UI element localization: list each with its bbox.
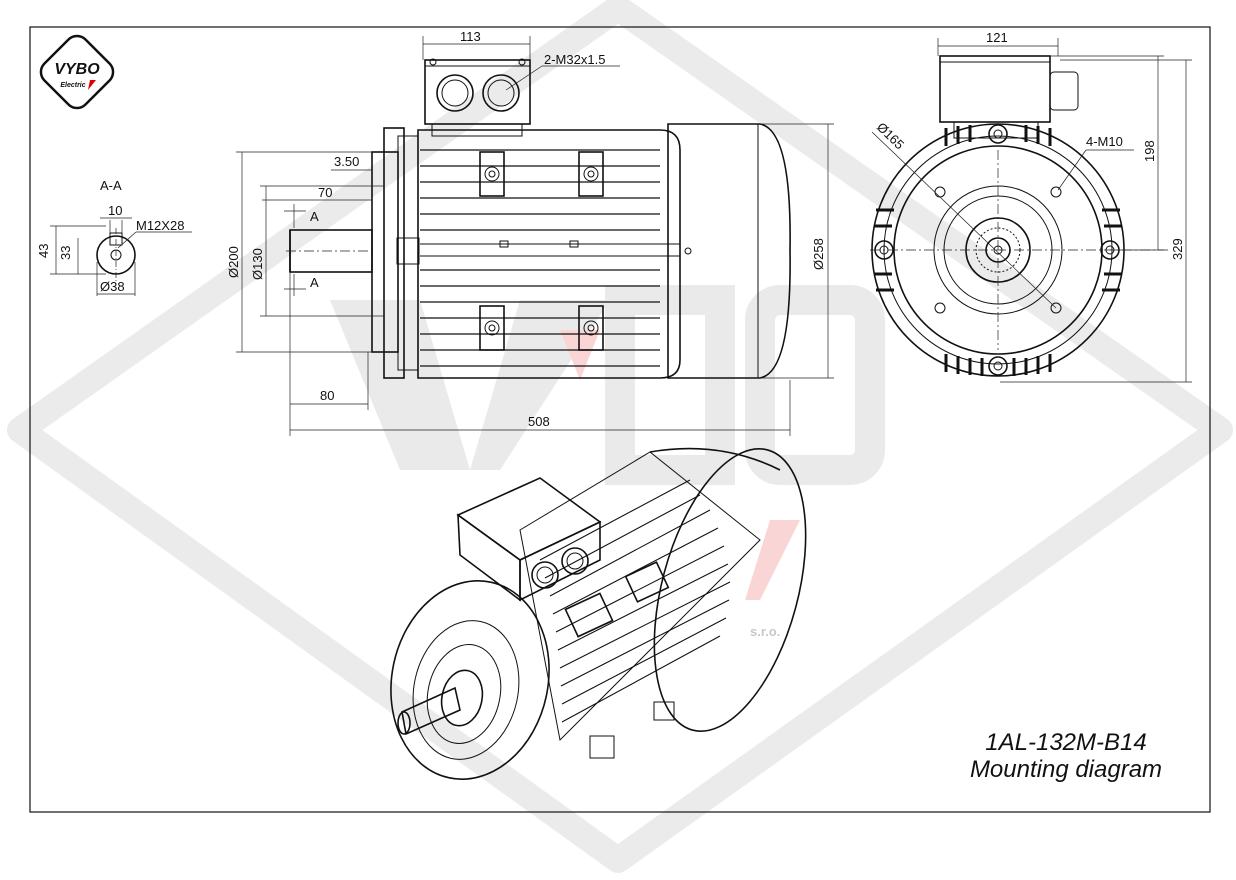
logo-brand-text: VYBO xyxy=(54,61,100,78)
section-mark-top: A xyxy=(310,209,319,224)
section-label: A-A xyxy=(100,178,122,193)
isometric-view xyxy=(390,447,807,780)
subtitle-caption: Mounting diagram xyxy=(970,756,1162,783)
dim-shaft-len: 70 xyxy=(318,185,332,200)
dim-pcd: Ø165 xyxy=(874,119,907,152)
dim-holes: 4-M10 xyxy=(1086,134,1123,149)
dim-flange-dia: Ø200 xyxy=(226,246,241,278)
dim-overall-len: 508 xyxy=(528,414,550,429)
dim-h33: 33 xyxy=(58,246,73,260)
dim-cable-glands: 2-M32x1.5 xyxy=(544,52,605,67)
dim-body-dia: Ø258 xyxy=(811,238,826,270)
side-view: 113 2-M32x1.5 xyxy=(226,29,834,436)
front-fins xyxy=(874,125,1122,376)
dim-total-height: 329 xyxy=(1170,238,1185,260)
dim-front-box-width: 121 xyxy=(986,30,1008,45)
front-view: 121 Ø165 4-M10 198 329 xyxy=(870,30,1192,383)
dim-shaft-total: 80 xyxy=(320,388,334,403)
cooling-fins xyxy=(420,149,660,367)
section-view-a-a: A-A 10 M12X28 43 33 Ø38 xyxy=(36,178,192,296)
dim-key-width: 10 xyxy=(108,203,122,218)
watermark xyxy=(7,0,1233,873)
dim-box-height: 198 xyxy=(1142,140,1157,162)
dim-spigot-dia: Ø130 xyxy=(250,248,265,280)
logo-sub-text: Electric xyxy=(60,82,85,89)
dim-thread: M12X28 xyxy=(136,218,184,233)
drawing-frame xyxy=(29,26,1211,813)
section-mark-bottom: A xyxy=(310,275,319,290)
model-caption: 1AL-132M-B14 xyxy=(985,729,1146,756)
dim-side-box-width: 113 xyxy=(460,29,481,44)
dim-flange-step: 3.50 xyxy=(334,154,359,169)
dim-h43: 43 xyxy=(36,244,51,258)
iso-fins xyxy=(539,479,731,723)
brand-logo: VYBO Electric xyxy=(39,34,115,110)
watermark-text: s.r.o. xyxy=(750,624,780,639)
dim-shaft-dia: Ø38 xyxy=(100,279,125,294)
